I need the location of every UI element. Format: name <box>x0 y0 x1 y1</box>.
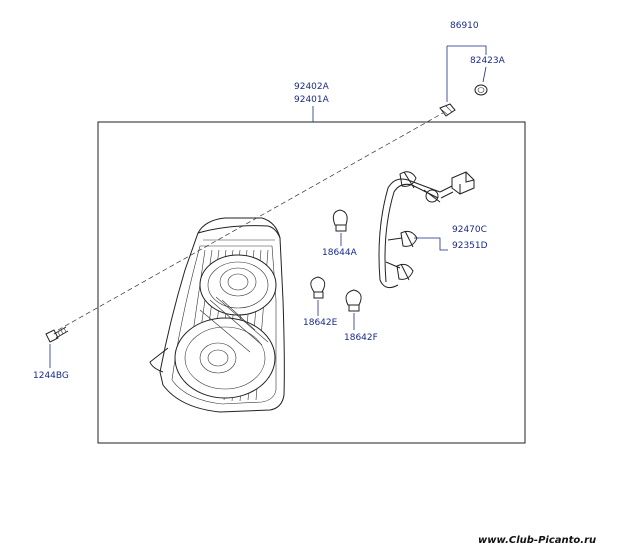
label-18642E: 18642E <box>303 318 338 328</box>
label-18642F: 18642F <box>344 333 378 343</box>
label-1244BG: 1244BG <box>33 371 69 381</box>
label-92351D: 92351D <box>452 241 488 251</box>
lamp-housing <box>149 217 285 413</box>
wiring-harness <box>378 171 475 289</box>
label-18644A: 18644A <box>322 248 358 258</box>
washer-82423A <box>474 84 488 96</box>
leader-lines <box>49 45 487 368</box>
bolt-86910 <box>439 103 456 117</box>
label-86910: 86910 <box>450 21 479 31</box>
alignment-dashed-line <box>57 112 444 331</box>
label-82423A: 82423A <box>470 56 506 66</box>
bulb-18642F <box>345 289 362 312</box>
label-92470C: 92470C <box>452 225 487 235</box>
bulb-18642E <box>310 276 326 299</box>
assembly-frame <box>97 121 526 444</box>
bulb-18644A <box>332 209 348 232</box>
watermark: www.Club-Picanto.ru <box>478 535 596 546</box>
label-92402A: 92402A <box>294 82 330 92</box>
screw-1244BG <box>45 326 69 343</box>
label-92401A: 92401A <box>294 95 330 105</box>
